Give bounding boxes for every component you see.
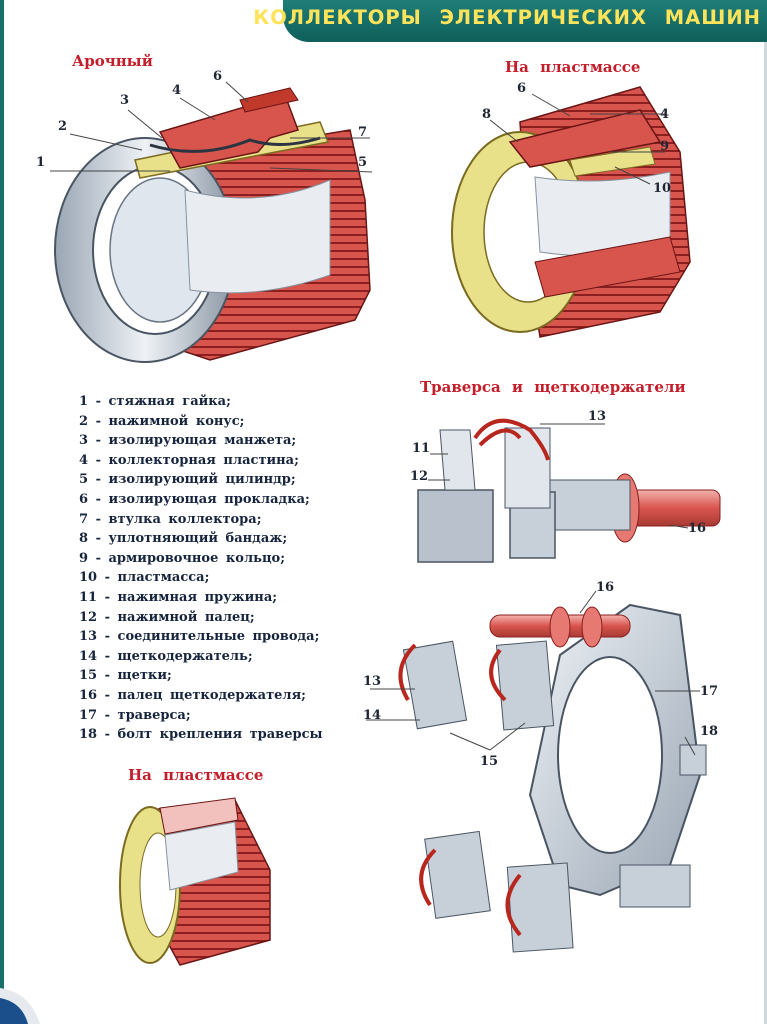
plastic-commutator-small-illustration — [119, 797, 271, 966]
legend-item: 18 - болт крепления траверсы — [79, 727, 323, 743]
callout-13: 13 — [363, 674, 381, 689]
legend-item: 5 - изолирующий цилиндр; — [79, 472, 296, 488]
legend-item: 2 - нажимной конус; — [79, 413, 245, 429]
legend-item: 9 - армировочное кольцо; — [79, 550, 286, 566]
brush-holder-illustration: 13 11 12 16 — [410, 409, 721, 563]
legend-item: 3 - изолирующая манжета; — [79, 433, 297, 449]
section-title-plastic-bottom: На пластмассе — [128, 766, 264, 784]
callout-15: 15 — [480, 754, 498, 769]
traverse-assembly-illustration: 16 13 17 14 15 18 — [363, 580, 718, 953]
arched-commutator-illustration: 1 2 3 4 6 7 5 — [36, 69, 373, 363]
legend-item: 13 - соединительные провода; — [79, 629, 320, 645]
left-stripe — [0, 0, 4, 1024]
callout-14: 14 — [363, 708, 381, 723]
legend-item: 11 - нажимная пружина; — [79, 589, 278, 605]
callout-6: 6 — [213, 69, 222, 84]
callout-5: 5 — [358, 155, 367, 170]
legend-item: 17 - траверса; — [79, 707, 191, 723]
callout-4: 4 — [172, 83, 181, 98]
callout-16: 16 — [596, 580, 614, 595]
legend-item: 15 - щетки; — [79, 668, 172, 684]
plastic-commutator-illustration: 8 6 4 9 10 — [451, 81, 691, 338]
legend-item: 16 - палец щеткодержателя; — [79, 687, 306, 703]
section-title-traverse: Траверса и щеткодержатели — [420, 378, 686, 396]
legend-item: 6 - изолирующая прокладка; — [79, 491, 310, 507]
callout-10: 10 — [653, 181, 671, 196]
callout-16: 16 — [688, 521, 706, 536]
callout-4: 4 — [660, 107, 669, 122]
legend-item: 1 - стяжная гайка; — [79, 394, 231, 409]
header-banner: КОЛЛЕКТОРЫ ЭЛЕКТРИЧЕСКИХ МАШИН — [253, 0, 767, 42]
page-edge — [764, 42, 767, 1024]
callout-7: 7 — [358, 125, 367, 140]
callout-18: 18 — [700, 724, 718, 739]
legend-list: 1 - стяжная гайка; 2 - нажимной конус; 3… — [79, 392, 323, 745]
legend-item: 7 - втулка коллектора; — [79, 511, 262, 527]
legend-item: 14 - щеткодержатель; — [79, 648, 253, 664]
callout-2: 2 — [58, 119, 67, 134]
callout-13: 13 — [588, 409, 606, 424]
callout-17: 17 — [700, 684, 718, 699]
callout-12: 12 — [410, 469, 428, 484]
callout-1: 1 — [36, 155, 45, 170]
corner-logo-icon — [0, 988, 40, 1024]
callout-11: 11 — [412, 441, 430, 456]
callout-9: 9 — [660, 139, 669, 154]
page-title: КОЛЛЕКТОРЫ ЭЛЕКТРИЧЕСКИХ МАШИН — [253, 6, 761, 29]
legend-item: 8 - уплотняющий бандаж; — [79, 531, 288, 547]
section-title-plastic-top: На пластмассе — [505, 58, 641, 76]
section-title-arched: Арочный — [72, 52, 153, 70]
legend-item: 10 - пластмасса; — [79, 570, 210, 586]
callout-3: 3 — [120, 93, 129, 108]
legend-item: 12 - нажимной палец; — [79, 609, 255, 625]
callout-8: 8 — [482, 107, 491, 122]
legend-item: 4 - коллекторная пластина; — [79, 452, 299, 468]
callout-6: 6 — [517, 81, 526, 96]
